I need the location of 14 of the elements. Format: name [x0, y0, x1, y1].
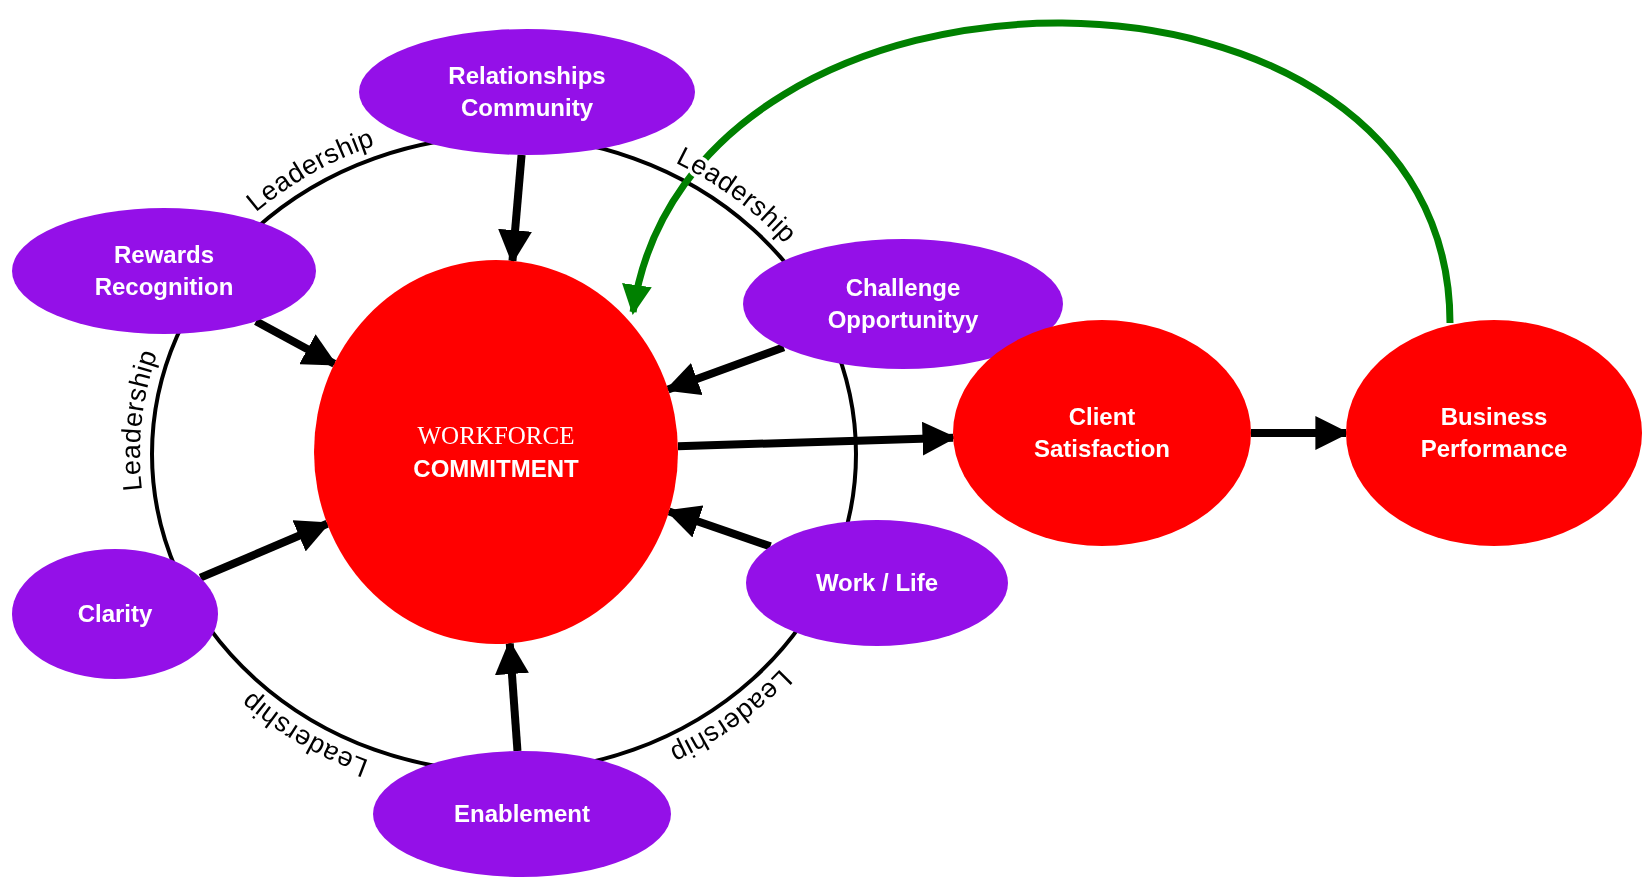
- node-label: Rewards Recognition: [93, 239, 235, 302]
- arrow: [254, 317, 338, 368]
- node-label: Clarity: [77, 598, 153, 629]
- arrow: [495, 640, 529, 752]
- node-label: WORKFORCE: [417, 420, 575, 451]
- node-label: COMMITMENT: [413, 453, 579, 484]
- node-label: Business Performance: [1419, 401, 1569, 464]
- arrow: [664, 343, 786, 395]
- node-label: Work / Life: [815, 567, 939, 598]
- arrow: [665, 505, 772, 551]
- node-label: Client Satisfaction: [1033, 401, 1171, 464]
- node-label: Relationships Community: [447, 60, 607, 123]
- node-label: Enablement: [454, 798, 590, 829]
- arrow: [198, 520, 331, 582]
